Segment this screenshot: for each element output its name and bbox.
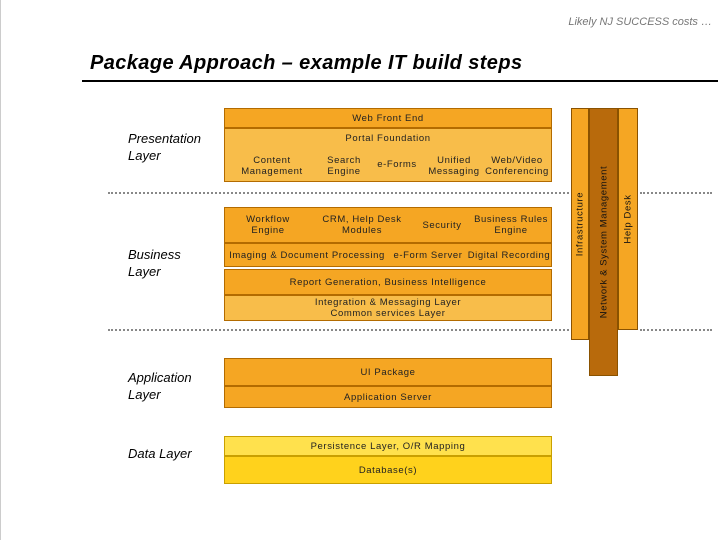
infrastructure-column: Infrastructure — [571, 108, 589, 340]
title-rule — [82, 80, 718, 82]
integration-common-services-box: Integration & Messaging Layer Common ser… — [224, 295, 552, 321]
web-video-conferencing-box: Web/Video Conferencing — [485, 155, 549, 177]
data-layer-label: Data Layer — [128, 446, 192, 461]
web-front-end-box: Web Front End — [224, 108, 552, 128]
presentation-layer-label: Presentation Layer — [128, 131, 201, 163]
infrastructure-label: Infrastructure — [574, 191, 586, 257]
separator-business-application-right — [640, 329, 712, 331]
report-generation-box: Report Generation, Business Intelligence — [224, 269, 552, 295]
header-note: Likely NJ SUCCESS costs … — [568, 16, 712, 28]
unified-messaging-box: Unified Messaging — [428, 155, 480, 177]
persistence-layer-box: Persistence Layer, O/R Mapping — [224, 436, 552, 456]
application-layer-label: Application Layer — [128, 370, 192, 402]
network-system-management-label: Network & System Management — [598, 165, 609, 319]
crm-help-desk-box: CRM, Help Desk Modules — [322, 214, 402, 236]
content-management-box: Content Management — [241, 155, 303, 177]
ui-package-box: UI Package — [224, 358, 552, 386]
application-server-box: Application Server — [224, 386, 552, 408]
help-desk-label: Help Desk — [622, 194, 634, 244]
business-layer-label: Business Layer — [128, 247, 181, 279]
integration-messaging-label: Integration & Messaging Layer — [314, 297, 462, 308]
separator-business-application-left — [108, 329, 588, 331]
search-engine-box: Search Engine — [327, 155, 361, 177]
eform-server-box: e-Form Server — [393, 249, 463, 261]
common-services-label: Common services Layer — [330, 308, 446, 319]
left-border — [0, 0, 1, 540]
database-box: Database(s) — [224, 456, 552, 484]
separator-presentation-business-left — [108, 192, 588, 194]
workflow-engine-box: Workflow Engine — [246, 214, 290, 236]
portal-foundation-box: Portal Foundation — [224, 128, 552, 182]
separator-presentation-business-right — [640, 192, 712, 194]
business-rules-engine-box: Business Rules Engine — [474, 214, 548, 236]
processing-panel — [224, 243, 552, 267]
eforms-box: e-Forms — [377, 158, 417, 170]
imaging-document-processing-box: Imaging & Document Processing — [229, 249, 385, 261]
help-desk-column: Help Desk — [618, 108, 638, 330]
portal-foundation-label: Portal Foundation — [345, 133, 431, 144]
network-system-management-column: Network & System Management — [589, 108, 618, 376]
digital-recording-box: Digital Recording — [467, 249, 551, 261]
page-title: Package Approach – example IT build step… — [90, 52, 523, 74]
business-components-panel — [224, 207, 552, 243]
security-box: Security — [422, 219, 462, 231]
